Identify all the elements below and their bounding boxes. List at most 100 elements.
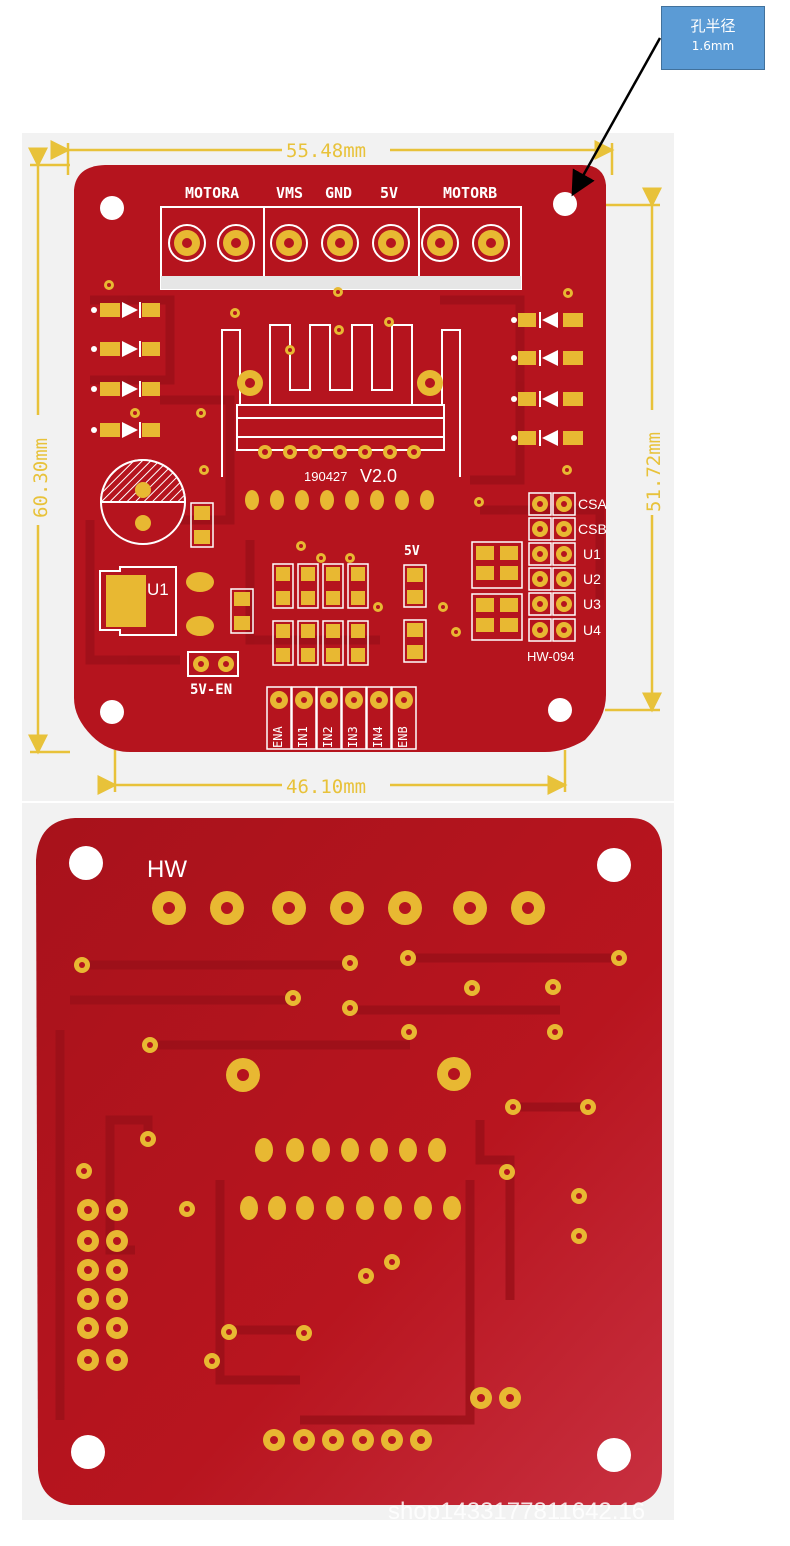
pad-hole bbox=[326, 697, 332, 703]
led-dot bbox=[91, 346, 97, 352]
terminal-labels: MOTORA VMS GND 5V MOTORB bbox=[185, 184, 497, 202]
pin-label-csa: CSA bbox=[578, 496, 607, 512]
header-label-enb: ENB bbox=[396, 726, 410, 748]
header-outline bbox=[528, 517, 552, 541]
5v-en-label: 5V-EN bbox=[190, 682, 232, 698]
pad-hole bbox=[362, 449, 368, 455]
pad-hole bbox=[113, 1266, 121, 1274]
smd-pad bbox=[476, 546, 494, 560]
ic-pad bbox=[370, 1138, 388, 1162]
pad-hole bbox=[329, 1436, 337, 1444]
mounting-hole bbox=[71, 1435, 105, 1469]
smd-outline bbox=[471, 541, 523, 589]
heatsink-mount-pads bbox=[237, 370, 443, 396]
pad-hole bbox=[363, 1273, 369, 1279]
mounting-hole bbox=[69, 846, 103, 880]
header-outline bbox=[552, 567, 576, 591]
resistor-pad bbox=[301, 648, 315, 662]
pad-hole bbox=[616, 955, 622, 961]
pad-hole bbox=[406, 1029, 412, 1035]
pad-hole bbox=[376, 605, 380, 609]
version-date: 190427 bbox=[304, 469, 347, 484]
pin-label-csb: CSB bbox=[578, 521, 607, 537]
led-symbol bbox=[122, 381, 138, 397]
smd-pad bbox=[500, 566, 518, 580]
led-dot bbox=[91, 427, 97, 433]
pad-hole bbox=[341, 902, 353, 914]
pad-hole bbox=[226, 1329, 232, 1335]
pad-hole bbox=[276, 697, 282, 703]
pad-hole bbox=[113, 1206, 121, 1214]
pad-hole bbox=[401, 697, 407, 703]
ic-pad bbox=[428, 1138, 446, 1162]
header-label-in1: IN1 bbox=[296, 726, 310, 748]
pad-hole bbox=[537, 551, 543, 557]
pad-hole bbox=[270, 1436, 278, 1444]
resistor-pad bbox=[276, 624, 290, 638]
led-pad bbox=[142, 303, 160, 317]
led-dot bbox=[511, 355, 517, 361]
pad-hole bbox=[113, 1237, 121, 1245]
pad-hole bbox=[566, 291, 570, 295]
resistor-pad bbox=[351, 624, 365, 638]
top-vias bbox=[104, 280, 573, 637]
pad-hole bbox=[561, 551, 567, 557]
header-label-ena: ENA bbox=[271, 726, 285, 748]
pad-hole bbox=[359, 1436, 367, 1444]
led-pad bbox=[100, 382, 120, 396]
led-indicators bbox=[91, 302, 583, 446]
driver-ic-pads bbox=[258, 445, 421, 459]
pad-hole bbox=[336, 290, 340, 294]
resistor-outline bbox=[297, 563, 319, 609]
pad-hole bbox=[209, 1358, 215, 1364]
resistor-pad bbox=[326, 567, 340, 581]
hole-radius-callout: 孔半径 1.6mm bbox=[661, 6, 765, 70]
pad-hole bbox=[417, 1436, 425, 1444]
pad-hole bbox=[113, 1295, 121, 1303]
header-outline bbox=[316, 686, 342, 750]
electrolytic-capacitor bbox=[99, 459, 187, 545]
pad-hole bbox=[537, 601, 543, 607]
led-symbol bbox=[122, 302, 138, 318]
pad-hole bbox=[506, 1394, 514, 1402]
pad-hole bbox=[300, 1436, 308, 1444]
resistor-pad bbox=[276, 591, 290, 605]
resistor-pad bbox=[301, 567, 315, 581]
pad-hole bbox=[477, 1394, 485, 1402]
pad-hole bbox=[84, 1237, 92, 1245]
right-pin-header bbox=[528, 492, 576, 642]
mounting-hole bbox=[597, 848, 631, 882]
callout-title: 孔半径 bbox=[690, 17, 736, 35]
pad-hole bbox=[576, 1233, 582, 1239]
resistor-pad bbox=[351, 567, 365, 581]
smd-pad bbox=[476, 598, 494, 612]
resistor-pad bbox=[326, 648, 340, 662]
ic-pad bbox=[414, 1196, 432, 1220]
smd-pad bbox=[476, 618, 494, 632]
header-outline bbox=[528, 492, 552, 516]
mounting-hole bbox=[100, 196, 124, 220]
pad-hole bbox=[335, 238, 345, 248]
led-pad bbox=[563, 392, 583, 406]
bottom-pads bbox=[74, 891, 627, 1451]
terminal-label-vms: VMS bbox=[276, 184, 303, 202]
led-pad bbox=[518, 351, 536, 365]
pad-hole bbox=[319, 556, 323, 560]
resistor-outline bbox=[272, 563, 294, 609]
pad-hole bbox=[405, 955, 411, 961]
pad-hole bbox=[231, 238, 241, 248]
smd-pad bbox=[500, 546, 518, 560]
led-symbol bbox=[542, 391, 558, 407]
resistor-pad bbox=[407, 568, 423, 582]
pad-hole bbox=[133, 411, 137, 415]
dim-width-bottom: 46.10mm bbox=[286, 776, 366, 798]
pad-hole bbox=[301, 697, 307, 703]
pin-label-u4: U4 bbox=[583, 622, 601, 638]
control-pin-header bbox=[266, 686, 417, 750]
ic-pad bbox=[268, 1196, 286, 1220]
callout-value: 1.6mm bbox=[691, 39, 735, 53]
pad-hole bbox=[389, 1259, 395, 1265]
pad-hole bbox=[477, 500, 481, 504]
pad-hole bbox=[147, 1042, 153, 1048]
pad-hole bbox=[113, 1356, 121, 1364]
